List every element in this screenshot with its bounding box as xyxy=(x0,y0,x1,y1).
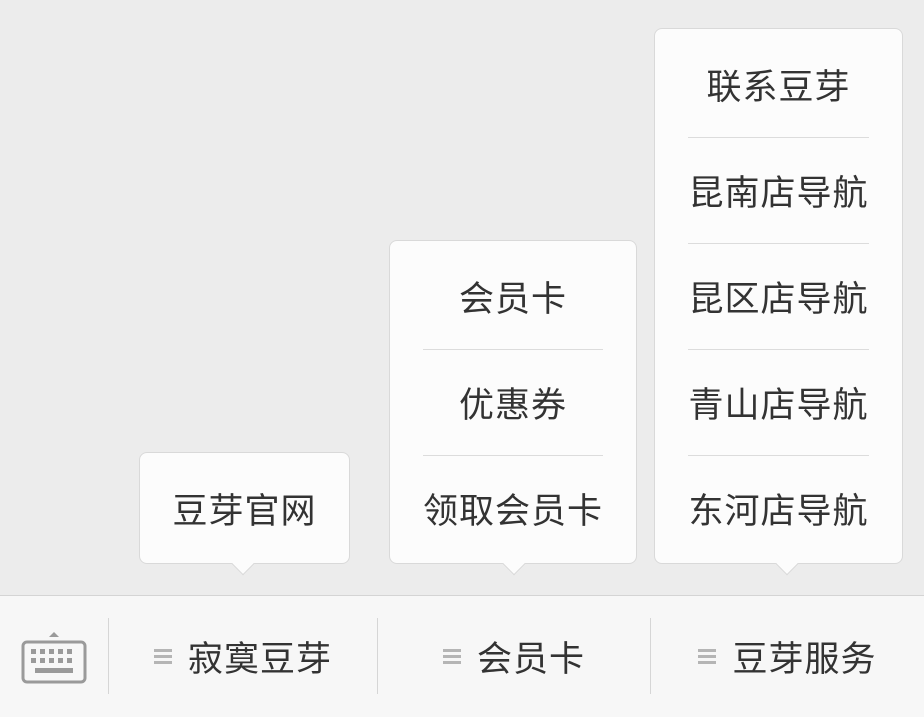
submenu-popup-2: 会员卡 优惠券 领取会员卡 xyxy=(389,240,637,576)
submenu-item-label: 青山店导航 xyxy=(688,386,869,426)
submenu-item-label: 昆南店导航 xyxy=(688,174,869,214)
submenu-divider xyxy=(423,349,603,350)
submenu-popup-3: 联系豆芽 昆南店导航 昆区店导航 青山店导航 东河店导航 xyxy=(654,28,903,576)
keyboard-icon xyxy=(21,631,87,683)
submenu-divider xyxy=(688,455,869,456)
submenu-divider xyxy=(688,137,869,138)
submenu-item-contact[interactable]: 联系豆芽 xyxy=(655,32,902,137)
submenu-item-label: 昆区店导航 xyxy=(688,280,869,320)
submenu-item-label: 优惠券 xyxy=(458,386,567,426)
submenu-item-label: 豆芽官网 xyxy=(172,492,317,532)
submenu-popup-1: 豆芽官网 xyxy=(139,452,350,576)
submenu-item-official-site[interactable]: 豆芽官网 xyxy=(140,456,349,561)
menu-tab-jimo-douya[interactable]: 寂寞豆芽 xyxy=(109,596,377,717)
menu-lines-icon xyxy=(153,648,172,665)
submenu-item-label: 会员卡 xyxy=(458,280,567,320)
submenu-item-label: 领取会员卡 xyxy=(422,492,603,532)
menu-tab-label: 豆芽服务 xyxy=(732,640,877,680)
menu-tab-label: 会员卡 xyxy=(476,640,585,680)
keyboard-toggle-button[interactable] xyxy=(0,596,108,717)
submenu-divider xyxy=(688,243,869,244)
submenu-item-coupon[interactable]: 优惠券 xyxy=(390,350,636,455)
submenu-item-member-card[interactable]: 会员卡 xyxy=(390,244,636,349)
menu-lines-icon xyxy=(442,648,461,665)
menu-tab-member-card[interactable]: 会员卡 xyxy=(378,596,650,717)
bar-divider xyxy=(650,618,651,694)
menu-lines-icon xyxy=(698,648,717,665)
submenu-divider xyxy=(423,455,603,456)
bar-divider xyxy=(377,618,378,694)
bar-divider xyxy=(108,618,109,694)
submenu-item-get-member-card[interactable]: 领取会员卡 xyxy=(390,456,636,561)
submenu-item-label: 联系豆芽 xyxy=(706,68,851,108)
menu-tab-douya-service[interactable]: 豆芽服务 xyxy=(651,596,924,717)
submenu-divider xyxy=(688,349,869,350)
bottom-menu-bar: 寂寞豆芽 会员卡 豆芽服务 xyxy=(0,595,924,717)
submenu-item-qingshan-nav[interactable]: 青山店导航 xyxy=(655,350,902,455)
submenu-item-donghe-nav[interactable]: 东河店导航 xyxy=(655,456,902,561)
submenu-item-kunqu-nav[interactable]: 昆区店导航 xyxy=(655,244,902,349)
menu-tab-label: 寂寞豆芽 xyxy=(187,640,332,680)
submenu-item-kunnan-nav[interactable]: 昆南店导航 xyxy=(655,138,902,243)
submenu-item-label: 东河店导航 xyxy=(688,492,869,532)
